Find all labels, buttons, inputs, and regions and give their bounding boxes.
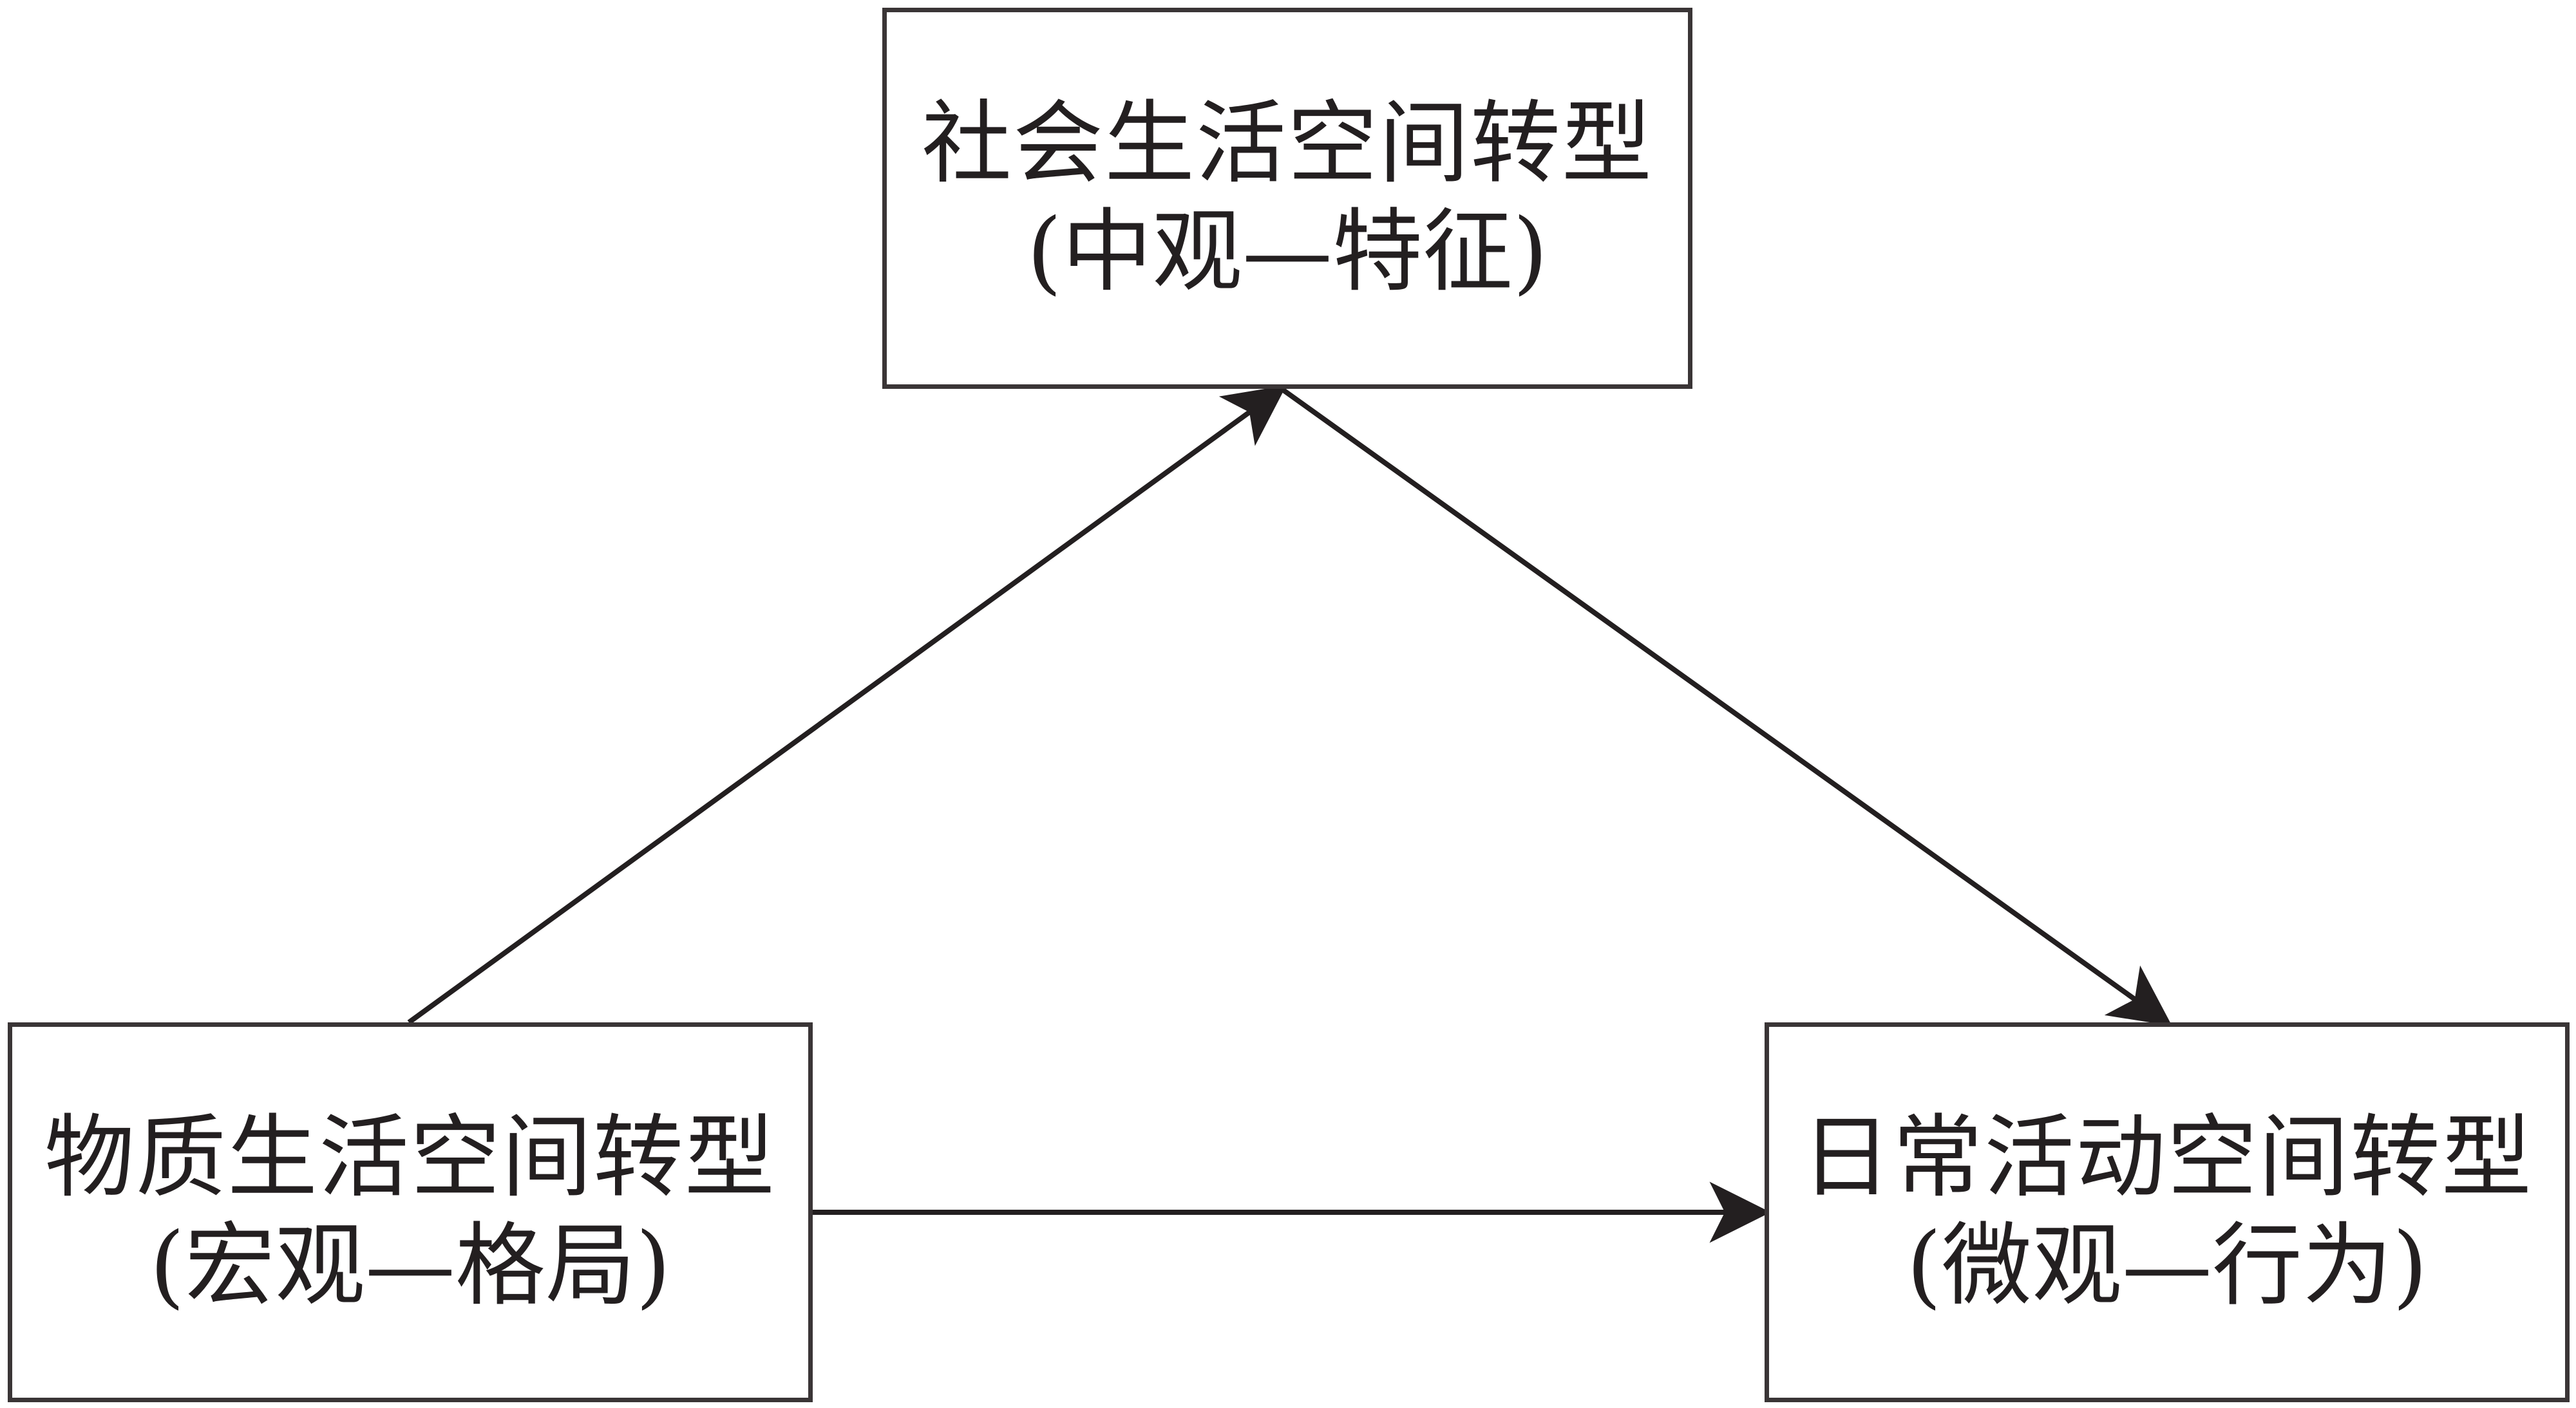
node-material-life-space: 物质生活空间转型 (宏观—格局) xyxy=(8,1022,813,1402)
node-social-life-space: 社会生活空间转型 (中观—特征) xyxy=(882,8,1692,389)
node-material-title: 物质生活空间转型 xyxy=(44,1105,776,1210)
node-social-subtitle: (中观—特征) xyxy=(1027,200,1548,305)
node-material-subtitle: (宏观—格局) xyxy=(149,1214,671,1319)
arrow-material-to-social xyxy=(407,385,1287,1025)
node-social-title: 社会生活空间转型 xyxy=(921,91,1653,196)
arrow-social-to-daily xyxy=(1280,386,2172,1026)
node-daily-activity-space: 日常活动空间转型 (微观—行为) xyxy=(1765,1022,2570,1402)
node-daily-subtitle: (微观—行为) xyxy=(1906,1214,2428,1319)
node-daily-title: 日常活动空间转型 xyxy=(1801,1105,2533,1210)
